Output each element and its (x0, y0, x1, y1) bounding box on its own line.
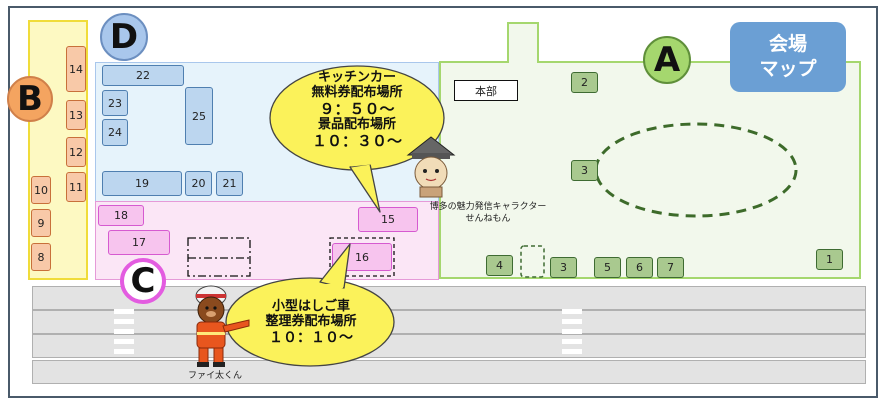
reserved-area-outline (187, 237, 395, 277)
booth-c-18[interactable]: 18 (98, 205, 144, 226)
booth-d-21[interactable]: 21 (216, 171, 243, 196)
zone-d-marker: D (100, 13, 148, 61)
booth-c-15[interactable]: 15 (358, 207, 418, 232)
booth-b-13[interactable]: 13 (66, 100, 86, 130)
road-lane (32, 334, 866, 358)
road-lane (32, 310, 866, 334)
zone-a-marker: A (643, 36, 691, 84)
kitchen-callout-line1: キッチンカー (317, 70, 396, 85)
map-title-box: 会場 マップ (730, 22, 846, 92)
ladder-callout-line1: 小型はしご車 (271, 299, 350, 314)
ladder-callout-text: 小型はしご車 整理券配布場所 １０：１０～ (232, 299, 390, 346)
zone-b-marker: B (7, 76, 53, 122)
booth-a-3-center[interactable]: 3 (571, 160, 598, 181)
sidewalk (32, 360, 866, 384)
fire-bear-character-icon (195, 285, 250, 367)
booth-c-17[interactable]: 17 (108, 230, 170, 255)
map-title-line2: マップ (759, 58, 817, 80)
booth-b-10[interactable]: 10 (31, 176, 51, 204)
booth-d-25[interactable]: 25 (185, 87, 213, 145)
crosswalk (114, 309, 134, 354)
booth-a-6[interactable]: 6 (626, 257, 653, 278)
kitchen-callout-bubble (269, 65, 445, 213)
kitchen-callout-line2: 無料券配布場所 (311, 84, 403, 100)
booth-b-14[interactable]: 14 (66, 46, 86, 92)
booth-b-9[interactable]: 9 (31, 209, 51, 237)
crosswalk (562, 309, 582, 354)
sennemon-caption: 博多の魅力発信キャラクター せんねもん (418, 202, 558, 225)
booth-b-11[interactable]: 11 (66, 172, 86, 202)
sennemon-caption-line2: せんねもん (465, 213, 511, 224)
booth-d-23[interactable]: 23 (102, 90, 128, 116)
booth-a-1[interactable]: 1 (816, 249, 843, 270)
booth-a-7[interactable]: 7 (657, 257, 684, 278)
booth-a-3[interactable]: 3 (550, 257, 577, 278)
kitchen-callout-line5: １０：３０～ (311, 132, 402, 151)
booth-d-19[interactable]: 19 (102, 171, 182, 196)
booth-a-5[interactable]: 5 (594, 257, 621, 278)
kitchen-callout-text: キッチンカー 無料券配布場所 ９：５０～ 景品配布場所 １０：３０～ (272, 70, 442, 151)
sennemon-character-icon (406, 136, 456, 198)
booth-d-20[interactable]: 20 (185, 171, 212, 196)
kitchen-callout-line4: 景品配布場所 (317, 117, 396, 133)
zone-c-marker: C (120, 258, 166, 304)
headquarters-box[interactable]: 本部 (454, 80, 518, 101)
fire-bear-caption: ファイ太くん (187, 371, 242, 381)
empty-booth-outline (520, 245, 545, 278)
kitchen-callout-line3: ９：５０～ (319, 99, 395, 118)
ladder-callout-line2: 整理券配布場所 (265, 313, 357, 329)
map-title-line1: 会場 (768, 33, 807, 56)
sennemon-caption-line1: 博多の魅力発信キャラクター (429, 202, 547, 212)
booth-b-12[interactable]: 12 (66, 137, 86, 167)
booth-b-8[interactable]: 8 (31, 243, 51, 271)
booth-d-24[interactable]: 24 (102, 119, 128, 146)
ladder-callout-bubble (225, 243, 395, 367)
map-frame (8, 6, 878, 398)
road-lane (32, 286, 866, 310)
booth-d-22[interactable]: 22 (102, 65, 184, 86)
booth-a-2[interactable]: 2 (571, 72, 598, 93)
ladder-callout-line3: １０：１０～ (269, 329, 353, 346)
booth-a-4[interactable]: 4 (486, 255, 513, 276)
